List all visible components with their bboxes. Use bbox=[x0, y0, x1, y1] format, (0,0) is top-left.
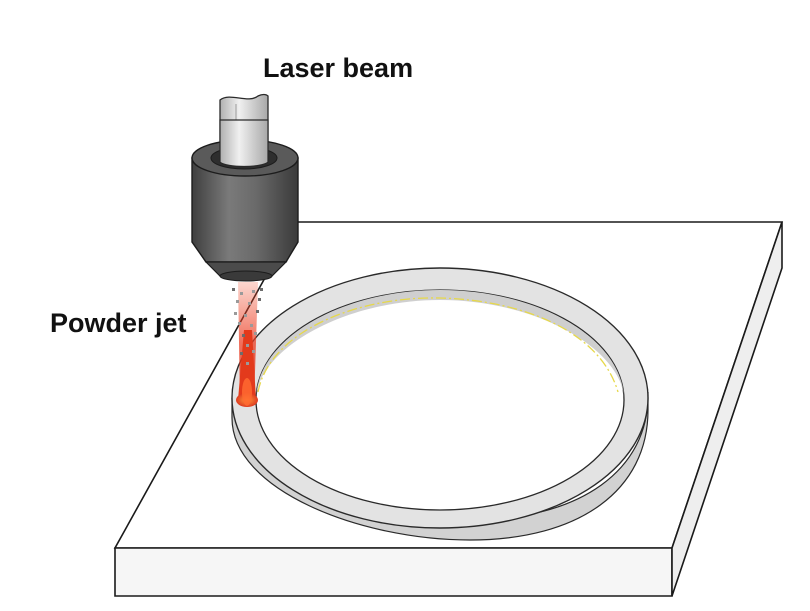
powder-particle bbox=[258, 298, 261, 301]
powder-particle bbox=[254, 332, 257, 335]
powder-particle bbox=[256, 310, 259, 313]
weld-seam bbox=[257, 297, 619, 393]
powder-particle bbox=[240, 292, 243, 295]
powder-particle bbox=[234, 312, 237, 315]
fiber-through-opening bbox=[219, 119, 269, 168]
powder-jet-label: Powder jet bbox=[50, 308, 187, 338]
laser-beam-label: Laser beam bbox=[263, 53, 414, 83]
powder-particles bbox=[232, 288, 263, 365]
powder-particle bbox=[236, 300, 239, 303]
powder-particle bbox=[240, 352, 243, 355]
powder-particle bbox=[260, 288, 263, 291]
powder-particle bbox=[244, 314, 247, 317]
powder-particle bbox=[246, 362, 249, 365]
powder-particle bbox=[252, 290, 255, 293]
powder-particle bbox=[246, 344, 249, 347]
powder-particle bbox=[250, 324, 253, 327]
deposited-ring bbox=[231, 267, 649, 541]
powder-particle bbox=[242, 334, 245, 337]
plate-front-face bbox=[114, 547, 673, 597]
nozzle-tip bbox=[219, 270, 273, 282]
laser-nozzle bbox=[191, 93, 299, 282]
powder-particle bbox=[252, 350, 255, 353]
plate-side-face bbox=[671, 221, 783, 597]
powder-particle bbox=[232, 288, 235, 291]
powder-particle bbox=[238, 322, 241, 325]
powder-particle bbox=[248, 302, 251, 305]
melt-pool-glow bbox=[242, 378, 252, 406]
